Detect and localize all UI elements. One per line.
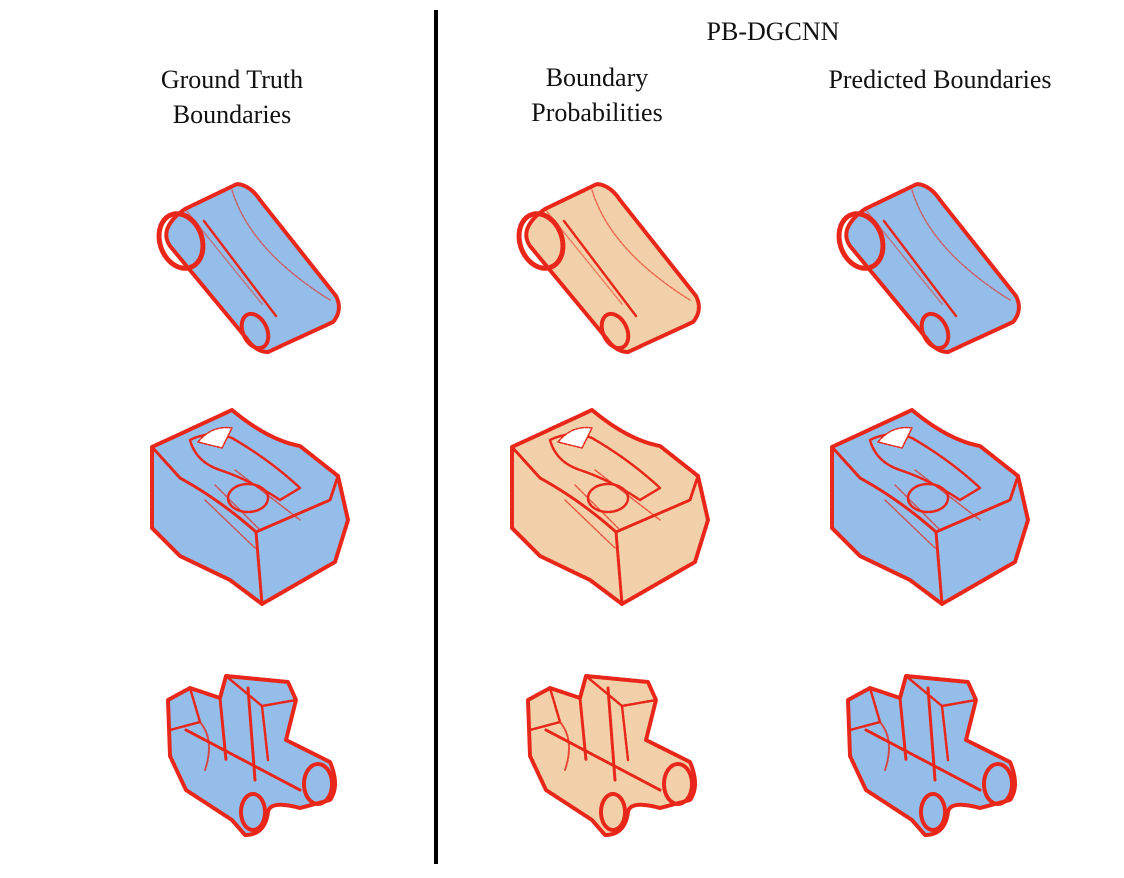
boundary-probabilities-rounded-block-with-bore xyxy=(511,184,699,353)
predicted-boundaries-rounded-block-with-bore xyxy=(831,184,1019,353)
ground-truth-cross-shaped-part xyxy=(168,676,335,835)
predicted-boundaries-column-label: Predicted Boundaries xyxy=(828,65,1052,94)
predicted-boundaries-pocketed-block xyxy=(832,410,1028,604)
ground-truth-column xyxy=(151,184,348,835)
boundary-probabilities-cross-shaped-part xyxy=(528,676,695,835)
pb-dgcnn-group-label: PB-DGCNN xyxy=(706,17,840,46)
predicted-boundaries-column xyxy=(831,184,1028,835)
boundary-probabilities-pocketed-block xyxy=(512,410,708,604)
ground-truth-rounded-block-with-bore xyxy=(151,184,339,353)
column-divider xyxy=(434,10,438,864)
predicted-boundaries-cross-shaped-part xyxy=(848,676,1015,835)
ground-truth-column-label: Ground Truth Boundaries xyxy=(160,65,304,129)
boundary-probabilities-column-label: Boundary Probabilities xyxy=(531,63,663,127)
ground-truth-pocketed-block xyxy=(152,410,348,604)
boundary-probabilities-column xyxy=(511,184,708,835)
